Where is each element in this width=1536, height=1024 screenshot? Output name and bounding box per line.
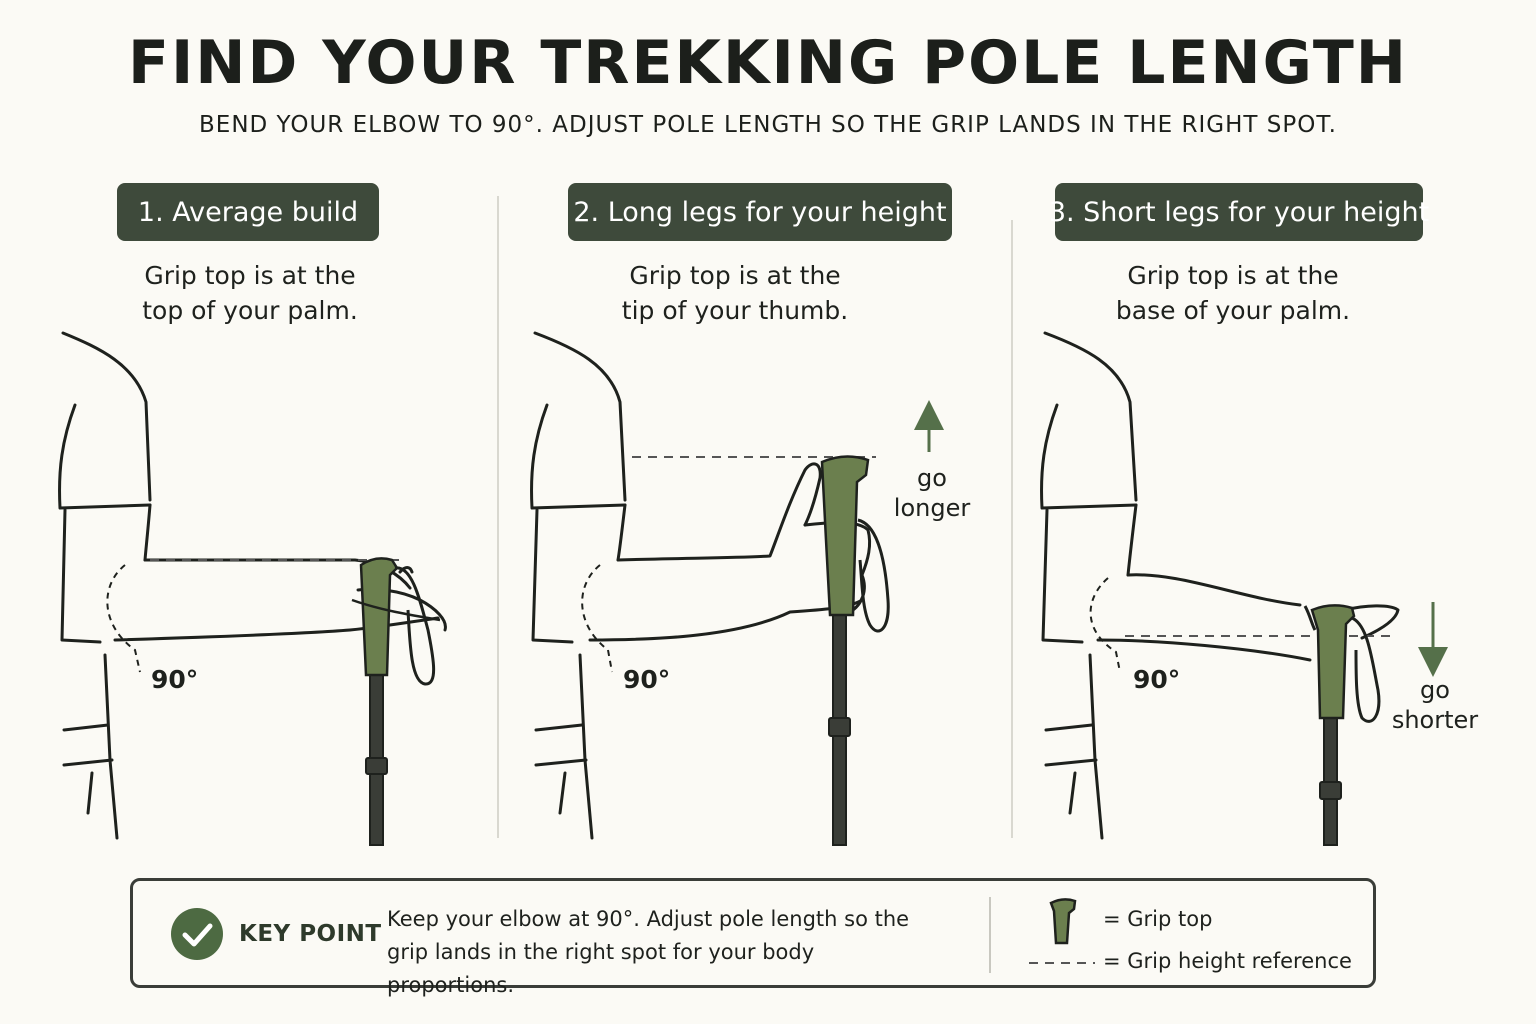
panel-3-description: Grip top is at the base of your palm.: [1115, 261, 1351, 325]
reference-line-legend-label: = Grip height reference: [1103, 949, 1352, 973]
page-subtitle: BEND YOUR ELBOW TO 90°. ADJUST POLE LENG…: [199, 112, 1337, 138]
panel-divider-1: [497, 196, 499, 838]
go-shorter-label-line2: shorter: [1392, 706, 1478, 734]
key-point-label: KEY POINT: [239, 921, 382, 947]
elbow-angle-arc: [106, 564, 141, 673]
panel-2-description: Grip top is at the tip of your thumb.: [621, 261, 849, 325]
panel-2-figure: [530, 331, 944, 846]
grip-top-legend-icon: [1049, 898, 1077, 945]
panel-2-badge: 2. Long legs for your height: [568, 183, 952, 241]
page-title: FIND YOUR TREKKING POLE LENGTH: [128, 28, 1408, 98]
body-outline: [58, 331, 447, 840]
panel-1-description: Grip top is at the top of your palm.: [142, 261, 358, 325]
body-outline: [530, 331, 872, 840]
check-icon: [171, 908, 223, 960]
key-point-box: KEY POINT Keep your elbow at 90°. Adjust…: [130, 878, 1376, 997]
key-point-text: Keep your elbow at 90°. Adjust pole leng…: [387, 907, 910, 997]
body-outline: [1040, 331, 1400, 840]
go-longer-label-line2: longer: [894, 494, 971, 522]
panel-3-badge: 3. Short legs for your height: [1049, 183, 1429, 241]
panel-1-angle-label: 90°: [151, 665, 198, 694]
trekking-pole: [820, 455, 890, 846]
go-longer-label-line1: go: [917, 464, 947, 492]
trekking-pole: [359, 557, 436, 846]
panel-1-figure: [58, 331, 447, 846]
panel-3-angle-label: 90°: [1133, 665, 1180, 694]
go-shorter-label-line1: go: [1420, 676, 1450, 704]
reference-line-legend-icon: [1029, 962, 1095, 964]
panel-divider-2: [1011, 220, 1013, 838]
trekking-pole: [1310, 604, 1381, 846]
key-box-separator: [989, 897, 991, 973]
fingers-over-grip: [351, 598, 441, 622]
panel-1-badge: 1. Average build: [117, 183, 379, 241]
check-mark-icon: [182, 923, 213, 947]
grip-top-legend-label: = Grip top: [1103, 907, 1213, 931]
panel-2-angle-label: 90°: [623, 665, 670, 694]
elbow-angle-arc: [1089, 577, 1121, 673]
wrist-strap-loop: [1303, 605, 1317, 631]
panel-3-figure: [1040, 331, 1448, 846]
elbow-angle-arc: [581, 564, 613, 673]
